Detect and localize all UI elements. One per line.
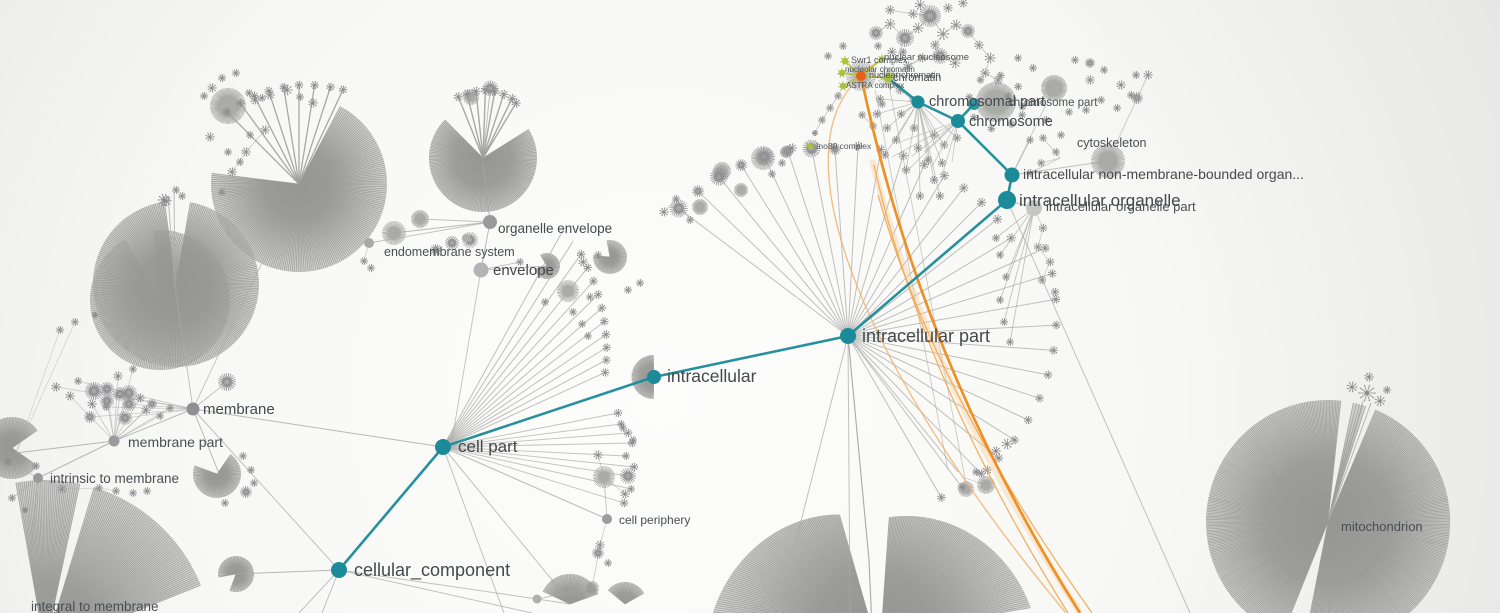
svg-text:intracellular organelle part: intracellular organelle part [1046,199,1196,214]
svg-text:chromosome: chromosome [969,114,1053,130]
svg-text:chromosomal part: chromosomal part [929,94,1045,110]
svg-text:intrinsic to membrane: intrinsic to membrane [50,471,179,486]
svg-text:cellular_component: cellular_component [354,560,510,581]
svg-text:intracellular part: intracellular part [862,326,990,346]
svg-text:ASTRA complex: ASTRA complex [846,81,904,90]
svg-text:envelope: envelope [493,262,554,279]
svg-text:endomembrane system: endomembrane system [384,245,515,259]
svg-text:membrane: membrane [203,401,275,418]
svg-text:intracellular organelle: intracellular organelle [1019,191,1181,210]
svg-text:intracellular: intracellular [667,366,757,386]
svg-text:cytoskeleton: cytoskeleton [1077,136,1147,150]
svg-text:membrane part: membrane part [128,434,223,450]
svg-text:cell part: cell part [458,437,518,456]
svg-text:nucleolar chromatin: nucleolar chromatin [845,65,915,74]
svg-text:intracellular non-membrane-bou: intracellular non-membrane-bounded organ… [1023,166,1304,182]
svg-text:mitochondrion: mitochondrion [1341,519,1423,534]
svg-text:nuclear chromatin: nuclear chromatin [869,70,941,80]
svg-text:chromosome part: chromosome part [1008,97,1098,109]
svg-text:integral to membrane: integral to membrane [31,599,159,613]
svg-text:nuclear nucleosome: nuclear nucleosome [884,52,969,63]
svg-text:organelle envelope: organelle envelope [498,221,612,236]
svg-text:cell periphery: cell periphery [619,513,690,527]
svg-text:Swr1 complex: Swr1 complex [851,55,908,65]
svg-text:Ino80 complex: Ino80 complex [816,141,872,151]
svg-text:chromatin: chromatin [893,72,941,84]
